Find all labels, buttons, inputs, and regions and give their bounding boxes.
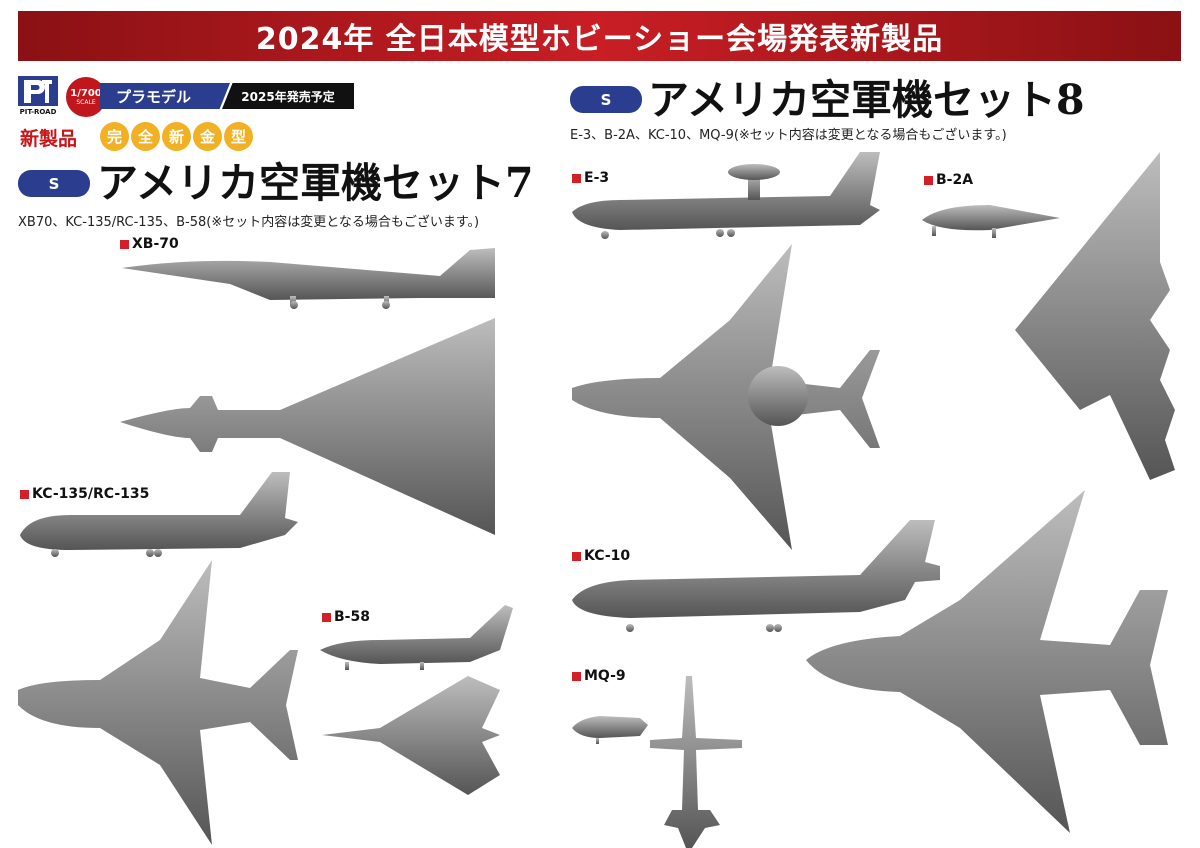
kc135-top-silhouette: [18, 560, 298, 845]
label-e3: E-3: [572, 170, 609, 186]
set7-title: アメリカ空軍機セット7: [97, 159, 534, 207]
xb70-side-silhouette: [122, 248, 495, 309]
kc10-top-silhouette: [806, 490, 1168, 833]
label-xb70: XB-70: [120, 236, 179, 252]
b58-side-silhouette: [320, 605, 513, 670]
mold-char: 型: [224, 122, 253, 151]
scale-badge: 1/700 SCALE: [66, 77, 106, 117]
kc10-side-silhouette: [572, 520, 940, 632]
scale-value: 1/700: [70, 88, 102, 99]
set8-title: アメリカ空軍機セット8: [648, 76, 1085, 124]
set7-size-badge: S: [18, 170, 90, 197]
set8-size-badge: S: [570, 86, 642, 113]
new-mold-badges: 完 全 新 金 型: [100, 122, 253, 151]
xb70-top-silhouette: [120, 318, 495, 535]
logo-text: PIT-ROAD: [20, 108, 57, 116]
set7-contents: XB70、KC-135/RC-135、B-58(※セット内容は変更となる場合もご…: [18, 215, 480, 230]
release-badge: 2025年発売予定: [222, 83, 354, 109]
b2a-top-silhouette: [1015, 152, 1175, 480]
pit-road-logo: PIT-ROAD: [18, 76, 58, 116]
mq9-side-silhouette: [572, 716, 648, 744]
mq9-top-silhouette: [650, 676, 742, 848]
mold-char: 金: [193, 122, 222, 151]
b58-top-silhouette: [322, 676, 500, 795]
show-banner: 2024年 全日本模型ホビーショー会場発表新製品: [18, 11, 1181, 61]
label-kc135: KC-135/RC-135: [20, 486, 149, 502]
mold-char: 完: [100, 122, 129, 151]
banner-text: 2024年 全日本模型ホビーショー会場発表新製品: [255, 22, 944, 57]
scale-label: SCALE: [76, 99, 96, 106]
b2a-side-silhouette: [922, 205, 1060, 238]
label-b2a: B-2A: [924, 172, 973, 188]
kit-type-badge: プラモデル: [100, 83, 230, 109]
label-b58: B-58: [322, 609, 370, 625]
label-kc10: KC-10: [572, 548, 630, 564]
kc135-side-silhouette: [20, 472, 298, 557]
e3-top-silhouette: [572, 244, 880, 550]
set8-contents: E-3、B-2A、KC-10、MQ-9(※セット内容は変更となる場合もございます…: [570, 128, 1007, 143]
new-product-label: 新製品: [20, 128, 78, 150]
mold-char: 新: [162, 122, 191, 151]
e3-side-silhouette: [572, 152, 880, 239]
label-mq9: MQ-9: [572, 668, 626, 684]
mold-char: 全: [131, 122, 160, 151]
